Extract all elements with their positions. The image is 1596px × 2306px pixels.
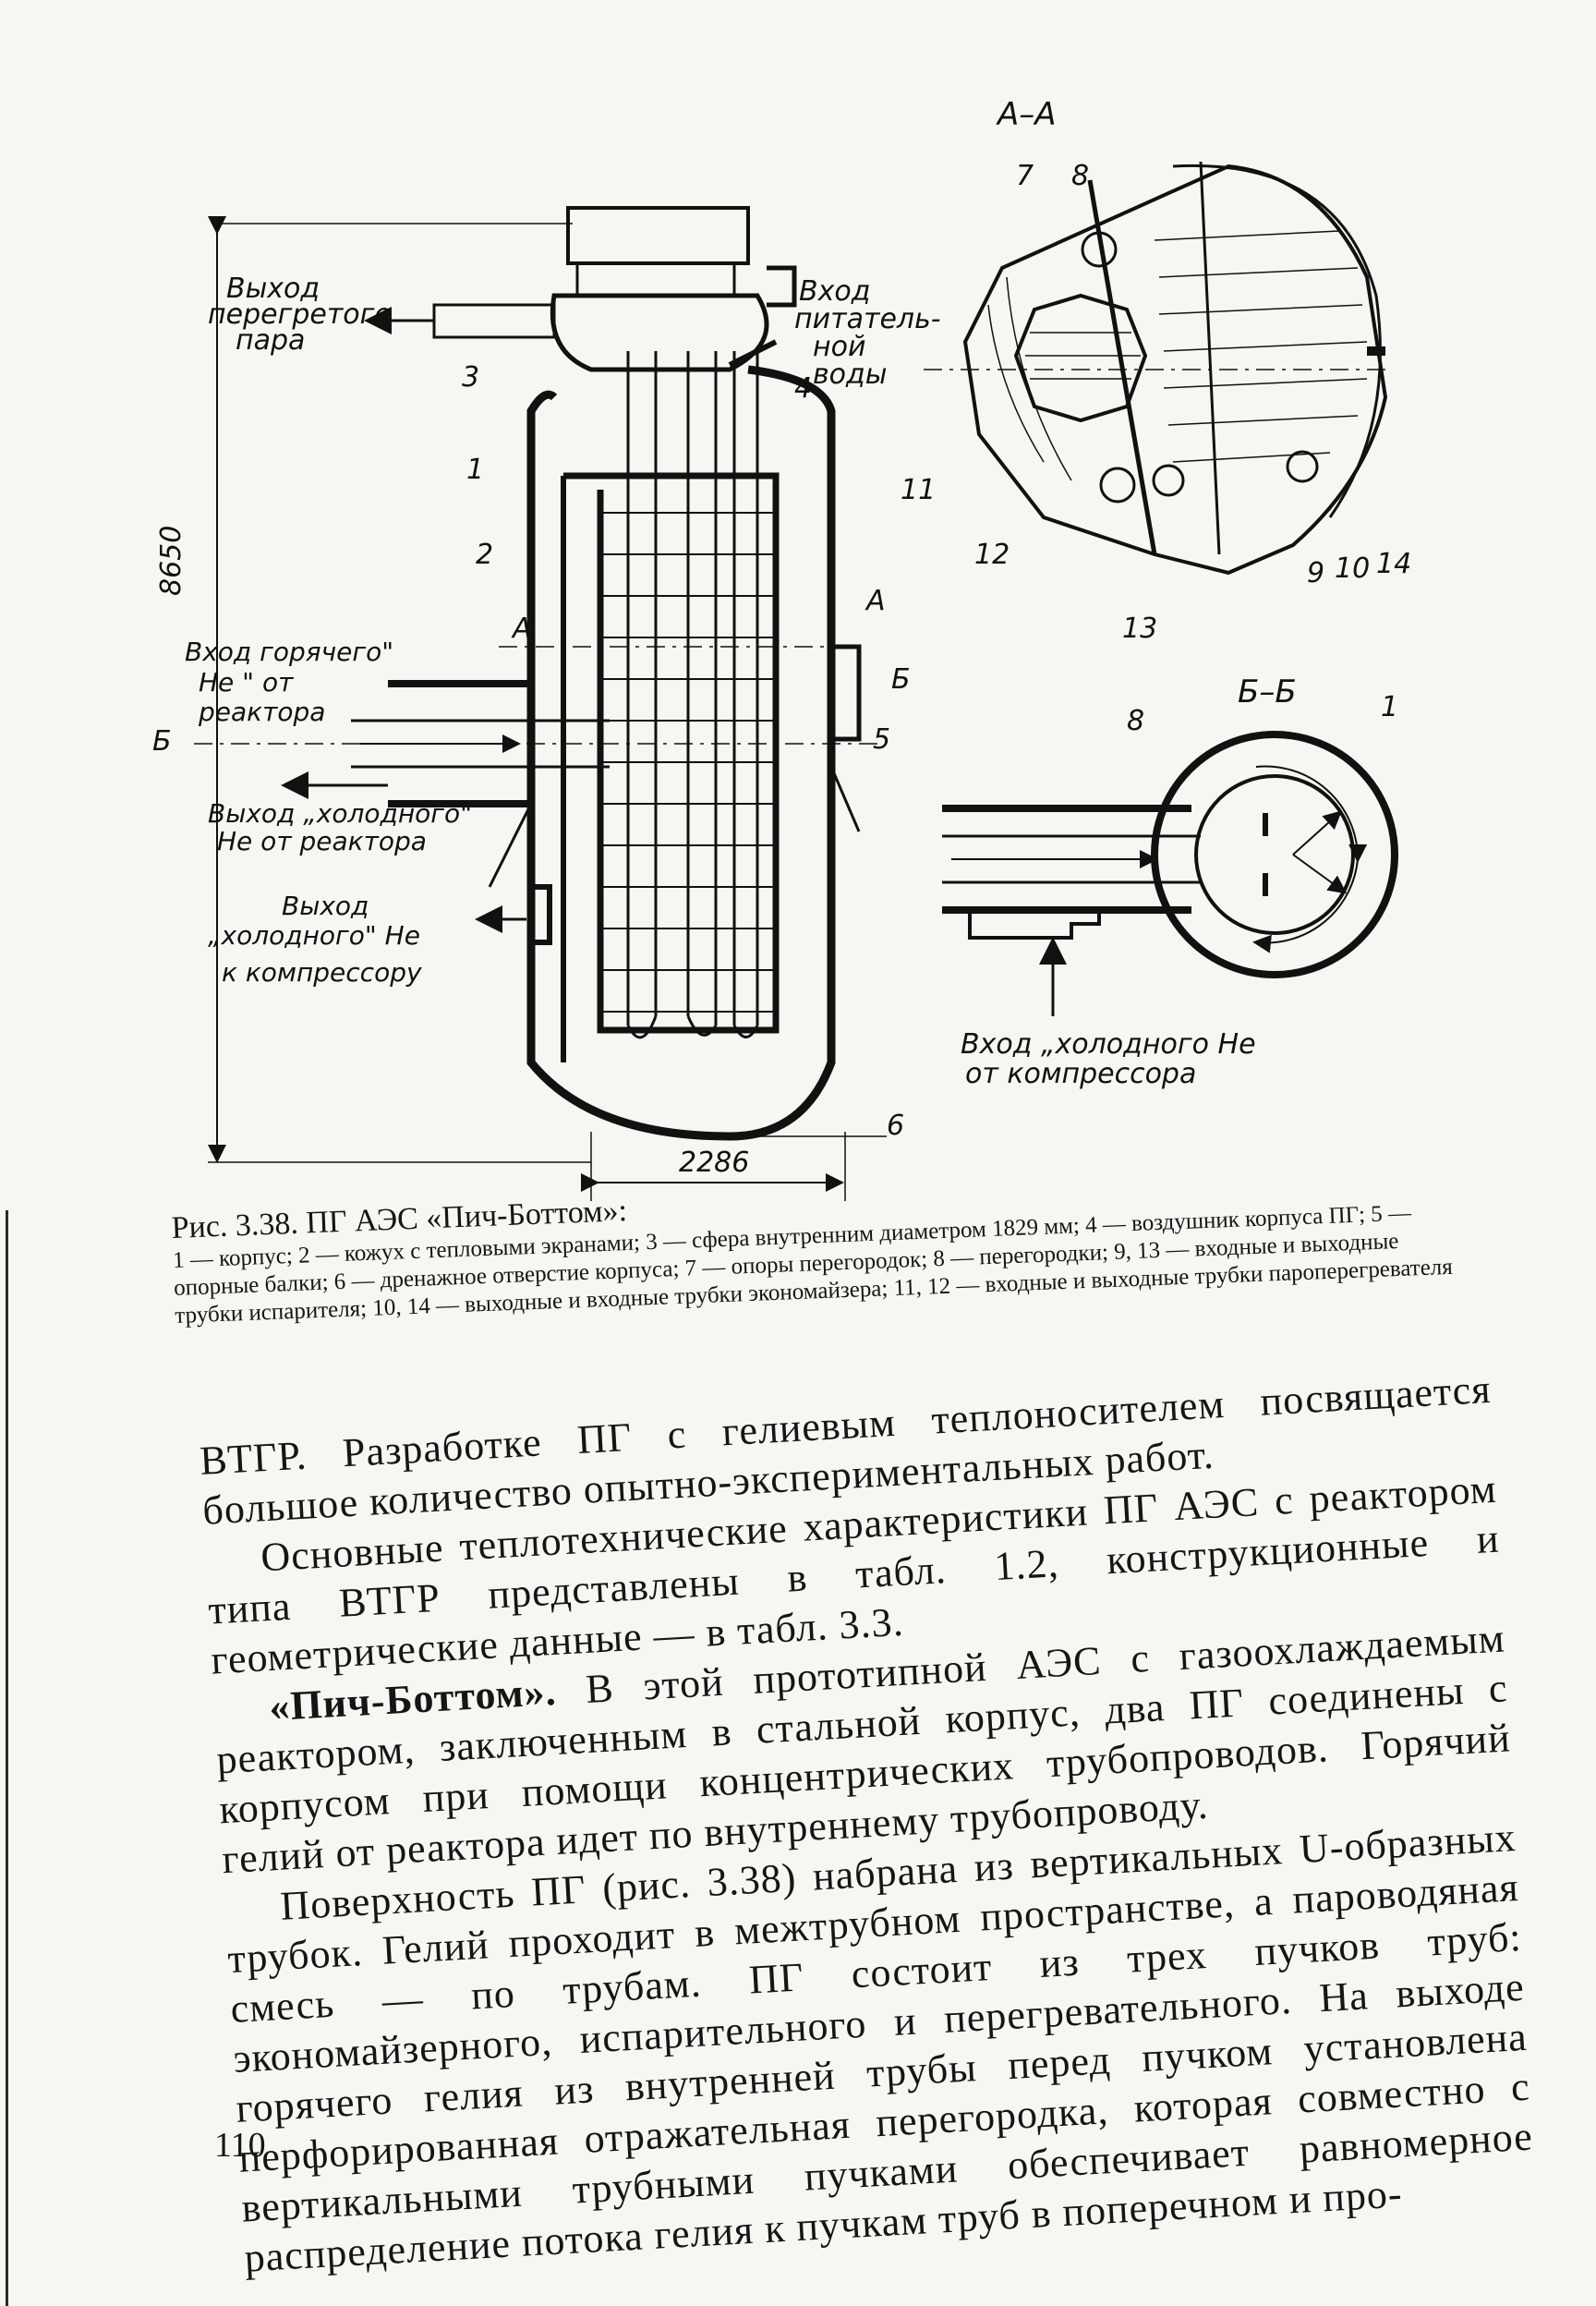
aa-part-13: 13 (1122, 613, 1157, 645)
label-hot-he-3: реактора (198, 697, 325, 727)
section-mark-a-left: А (511, 613, 532, 645)
part-number-6: 6 (887, 1110, 904, 1142)
main-section-drawing (194, 206, 887, 1201)
label-feedwater-3: ной (813, 331, 865, 363)
label-steam-out-3: пара (236, 324, 305, 357)
part-number-5: 5 (873, 723, 890, 756)
aa-part-14: 14 (1376, 548, 1411, 580)
label-hot-he-2: Не " от (199, 667, 294, 698)
aa-part-7: 7 (1016, 160, 1034, 192)
main-section-labels: Выход перегретого пара Вход питатель- но… (152, 273, 941, 1179)
section-bb-drawing (942, 731, 1398, 1016)
part-number-3: 3 (462, 361, 479, 394)
label-cold-he-in-2: от компрессора (965, 1058, 1196, 1090)
page-margin-line (6, 1210, 8, 2306)
section-aa-labels: А–А 7 8 11 12 13 9 10 14 (901, 96, 1411, 645)
aa-part-11: 11 (901, 474, 936, 506)
label-cold-he-in-1: Вход „холодного Не (961, 1028, 1256, 1061)
label-cold-he-compressor-1: Выход (282, 891, 369, 921)
part-number-1: 1 (466, 454, 484, 486)
part-number-4: 4 (794, 372, 812, 405)
body-text: ВТГР. Разработке ПГ с гелиевым теплоноси… (199, 1365, 1537, 2284)
paragraph-4: Поверхность ПГ (рис. 3.38) набрана из ве… (226, 1814, 1534, 2281)
label-cold-he-reactor-2: Не от реактора (217, 826, 427, 856)
section-aa-title: А–А (996, 96, 1057, 133)
section-mark-b-left: Б (152, 725, 172, 758)
aa-part-9: 9 (1307, 557, 1324, 589)
label-hot-he-1: Вход горячего" (185, 637, 393, 667)
label-steam-out-1: Выход (226, 273, 320, 305)
dimension-height: 8650 (155, 526, 187, 596)
label-feedwater-4: воды (813, 358, 887, 391)
label-cold-he-reactor-1: Выход „холодного" (208, 798, 472, 829)
label-feedwater-2: питатель- (794, 303, 941, 335)
section-bb-labels: Б–Б 8 1 Вход „холодного Не от компрессор… (961, 674, 1398, 1090)
label-feedwater-1: Вход (799, 275, 870, 308)
page-number: 110 (214, 2126, 266, 2165)
section-bb-title: Б–Б (1238, 674, 1297, 710)
label-steam-out-2: перегретого (208, 298, 392, 331)
figure-3-38: Выход перегретого пара Вход питатель- но… (152, 96, 1411, 1201)
section-mark-b-right: Б (891, 663, 911, 696)
aa-part-10: 10 (1335, 552, 1370, 585)
dimension-width: 2286 (679, 1147, 749, 1179)
aa-part-8: 8 (1071, 160, 1089, 192)
aa-part-12: 12 (974, 539, 1010, 571)
section-aa-drawing (924, 161, 1388, 576)
bb-part-1: 1 (1381, 691, 1398, 723)
section-mark-a-right: А (864, 585, 886, 617)
bb-part-8: 8 (1127, 705, 1144, 737)
label-cold-he-compressor-3: к компрессору (222, 957, 422, 988)
part-number-2: 2 (476, 539, 493, 571)
label-cold-he-compressor-2: „холодного" Не (208, 920, 420, 951)
